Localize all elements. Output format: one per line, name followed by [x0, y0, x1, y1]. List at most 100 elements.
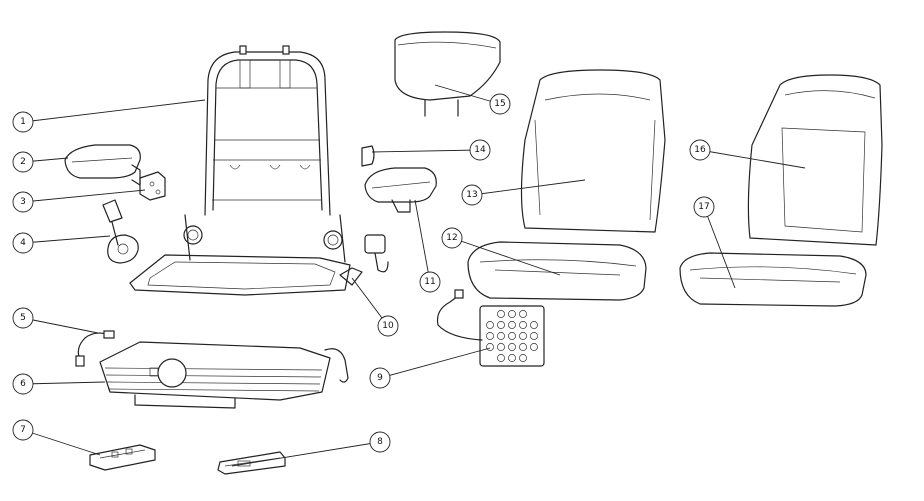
callout-number: 7 — [20, 425, 26, 435]
keypad-key — [508, 343, 516, 351]
leader-line-armrest-bracket — [22, 189, 146, 203]
leader-line-cushion-cover — [703, 206, 736, 289]
callout-backrest-cushion: 13 — [461, 184, 483, 206]
callout-slide-rail-right: 8 — [369, 431, 391, 453]
backrest-cushion-drawing — [520, 69, 666, 233]
callout-switch-cable: 5 — [12, 307, 34, 329]
keypad-key — [530, 321, 538, 329]
keypad-key — [486, 332, 494, 340]
callout-headrest: 15 — [489, 93, 511, 115]
callout-suspension-base: 6 — [12, 373, 34, 395]
leader-line-right-armrest — [414, 199, 431, 283]
keypad-key — [497, 354, 505, 362]
callout-number: 17 — [698, 202, 709, 212]
callout-seat-cushion: 12 — [441, 227, 463, 249]
leader-line-headrest — [434, 84, 501, 105]
callout-slide-rail-left: 7 — [12, 419, 34, 441]
seat-frame-drawing — [129, 45, 351, 296]
leader-line-knob — [371, 149, 481, 153]
callout-buckle-cover: 10 — [377, 315, 399, 337]
callout-bubble — [12, 419, 34, 441]
callout-cushion-cover: 17 — [693, 196, 715, 218]
callout-number: 1 — [20, 117, 26, 127]
callout-seat-frame: 1 — [12, 111, 34, 133]
callout-number: 3 — [20, 197, 26, 207]
keypad-key — [519, 332, 527, 340]
leader-line-control-keypad — [379, 347, 491, 379]
callout-number: 11 — [424, 277, 435, 287]
leader-line-slide-rail-left — [22, 429, 101, 456]
callout-number: 8 — [377, 437, 383, 447]
keypad-buttons — [486, 310, 538, 362]
callout-bubble — [12, 111, 34, 133]
callout-knob: 14 — [469, 139, 491, 161]
keypad-key — [508, 310, 516, 318]
armrest-bracket-drawing — [139, 171, 166, 201]
callout-number: 2 — [20, 157, 26, 167]
control-keypad-drawing — [436, 289, 545, 367]
keypad-key — [519, 321, 527, 329]
right-armrest-drawing — [364, 167, 437, 213]
seat-cushion-drawing — [467, 241, 647, 301]
keypad-key — [530, 343, 538, 351]
callout-bubble — [12, 373, 34, 395]
callout-bubble — [369, 367, 391, 389]
seat-belt-retractor-drawing — [102, 199, 139, 264]
callout-number: 14 — [474, 145, 486, 155]
keypad-key — [519, 343, 527, 351]
callout-bubble — [489, 93, 511, 115]
callout-bubble — [12, 151, 34, 173]
cushion-cover-drawing — [679, 252, 867, 307]
keypad-key — [497, 321, 505, 329]
keypad-key — [519, 354, 527, 362]
callout-control-keypad: 9 — [369, 367, 391, 389]
callout-bubble — [689, 139, 711, 161]
leader-line-slide-rail-right — [231, 441, 381, 467]
leader-line-suspension-base — [22, 381, 106, 385]
callout-right-armrest: 11 — [419, 271, 441, 293]
callout-seat-belt-retractor: 4 — [12, 232, 34, 254]
knob-drawing — [361, 145, 375, 167]
leader-line-backrest-cushion — [471, 179, 586, 196]
callout-number: 13 — [466, 190, 477, 200]
keypad-key — [486, 321, 494, 329]
callout-bubble — [419, 271, 441, 293]
callout-number: 5 — [20, 313, 26, 323]
callout-bubble — [461, 184, 483, 206]
left-armrest-drawing — [64, 144, 141, 186]
keypad-key — [530, 332, 538, 340]
callout-left-armrest: 2 — [12, 151, 34, 173]
keypad-key — [497, 332, 505, 340]
callout-number: 10 — [382, 321, 394, 331]
leader-line-seat-cushion — [451, 237, 561, 276]
buckle-cover-drawing — [339, 267, 363, 286]
backrest-cover-drawing — [747, 74, 883, 246]
callout-armrest-bracket: 3 — [12, 191, 34, 213]
callout-number: 16 — [694, 145, 706, 155]
callout-bubble — [469, 139, 491, 161]
callout-bubble — [693, 196, 715, 218]
seat-belt-buckle-drawing — [364, 234, 389, 273]
leader-line-seat-frame — [22, 99, 206, 123]
callout-number: 6 — [20, 379, 26, 389]
keypad-key — [508, 354, 516, 362]
headrest-drawing — [394, 31, 501, 117]
callout-bubble — [441, 227, 463, 249]
callout-bubble — [369, 431, 391, 453]
callout-bubble — [12, 232, 34, 254]
callout-number: 12 — [446, 233, 457, 243]
keypad-key — [497, 343, 505, 351]
keypad-key — [486, 343, 494, 351]
suspension-base-drawing — [99, 341, 349, 409]
callout-bubble — [377, 315, 399, 337]
callout-backrest-cover: 16 — [689, 139, 711, 161]
callout-number: 9 — [377, 373, 383, 383]
callout-number: 15 — [494, 99, 505, 109]
switch-cable-drawing — [75, 330, 115, 367]
callout-bubble — [12, 307, 34, 329]
keypad-key — [519, 310, 527, 318]
keypad-key — [508, 332, 516, 340]
